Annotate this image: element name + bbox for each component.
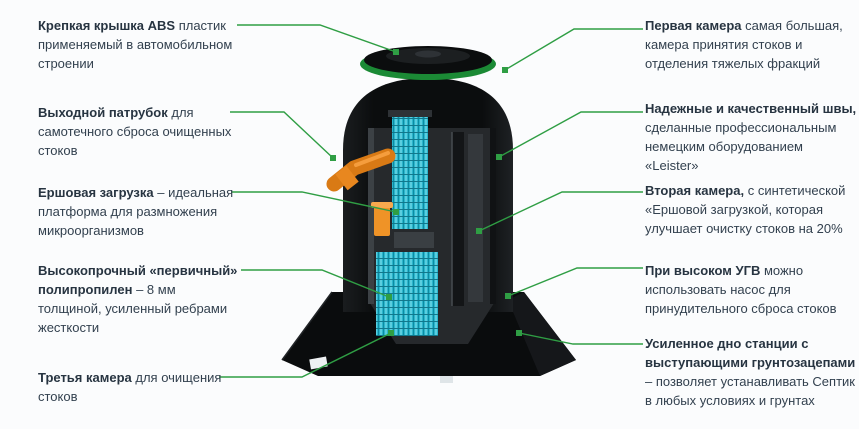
callout-outlet-pipe: Выходной патрубок для самотечного сброса… — [38, 103, 240, 160]
callout-third-chamber: Третья камера для очищения стоков — [38, 368, 240, 406]
callout-seams-text: сделанные профессиональным немецким обор… — [645, 120, 837, 173]
callout-third-chamber-title: Третья камера — [38, 370, 132, 385]
chamber-partition — [452, 132, 464, 306]
callout-high-groundwater-title: При высоком УГВ — [645, 263, 761, 278]
bristle-media-lower — [376, 252, 438, 336]
callout-high-groundwater: При высоком УГВ можно использовать насос… — [645, 261, 859, 318]
callout-third-chamber-text: для очищения стоков — [38, 370, 222, 404]
callout-seams-title: Надежные и качественный швы, — [645, 101, 857, 116]
callout-second-chamber-title: Вторая камера, — [645, 183, 745, 198]
callout-markers — [330, 49, 522, 336]
callout-polypropylene-title: Высокопрочный «первичный» полипропилен — [38, 263, 238, 297]
callout-lines — [219, 24, 643, 378]
callout-outlet-pipe-title: Выходной патрубок — [38, 105, 168, 120]
callout-first-chamber-text: самая большая, камера принятия стоков и … — [645, 18, 843, 71]
callout-bristle-media: Ершовая загрузка – идеальная платформа д… — [38, 183, 240, 240]
callout-first-chamber-title: Первая камера — [645, 18, 742, 33]
callout-bristle-media-text: – идеальная платформа для размножения ми… — [38, 185, 234, 238]
callout-polypropylene: Высокопрочный «первичный» полипропилен –… — [38, 261, 240, 337]
callout-outlet-pipe-text: для самотечного сброса очищенных стоков — [38, 105, 232, 158]
callout-lid-title: Крепкая крышка ABS — [38, 18, 176, 33]
ground-grip-foot — [440, 376, 453, 383]
outlet-pipe — [326, 148, 396, 236]
callout-polypropylene-text: – 8 мм толщиной, усиленный ребрами жестк… — [38, 282, 228, 335]
callout-lid: Крепкая крышка ABS пластик применяемый в… — [38, 16, 240, 73]
callout-seams: Надежные и качественный швы, сделанные п… — [645, 99, 859, 175]
callout-reinforced-bottom: Усиленное дно станции с выступающими гру… — [645, 334, 859, 410]
callout-second-chamber-text: с синтетической «Ершовой загрузкой, кото… — [645, 183, 846, 236]
callout-reinforced-bottom-title: Усиленное дно станции с выступающими гру… — [645, 336, 856, 370]
callout-lid-text: пластик применяемый в автомобильном стро… — [38, 18, 233, 71]
callout-first-chamber: Первая камера самая большая, камера прин… — [645, 16, 859, 73]
tank-lid — [360, 46, 496, 80]
callout-second-chamber: Вторая камера, с синтетической «Ершовой … — [645, 181, 859, 238]
callout-bristle-media-title: Ершовая загрузка — [38, 185, 154, 200]
callout-reinforced-bottom-text: – позволяет устанавливать Септик в любых… — [645, 374, 855, 408]
callout-high-groundwater-text: можно использовать насос для принудитель… — [645, 263, 837, 316]
